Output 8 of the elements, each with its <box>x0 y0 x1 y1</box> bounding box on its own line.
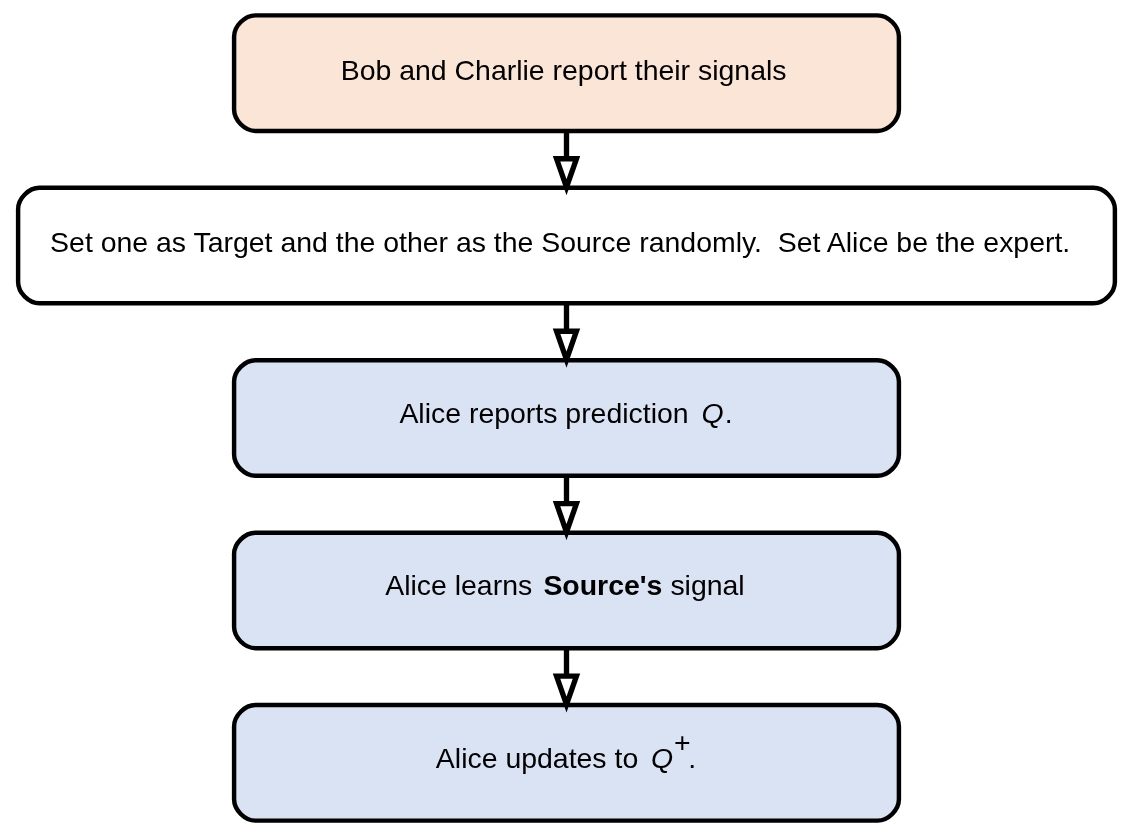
node-box: Alice reports prediction Q. <box>231 358 901 478</box>
arrow <box>552 476 580 541</box>
arrow <box>552 131 580 196</box>
arrow <box>552 303 580 368</box>
node-box: Set one as Target and the other as the Source randomly. Set Alice be the expert. <box>15 185 1117 306</box>
node-box: Bob and Charlie report their signals <box>231 13 901 134</box>
node-box: Alice learns Source's signal <box>231 530 901 651</box>
arrow <box>552 648 580 713</box>
